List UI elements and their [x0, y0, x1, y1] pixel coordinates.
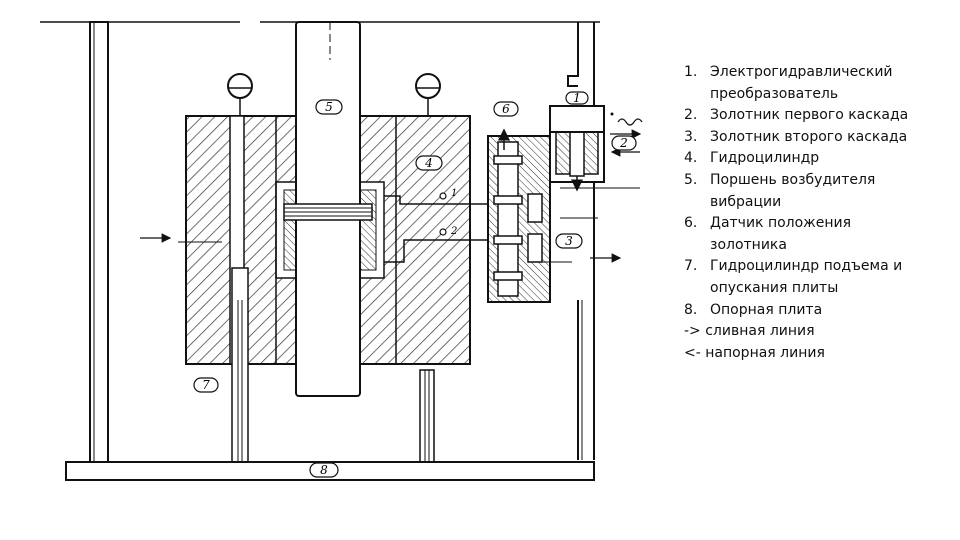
legend-number: 3.: [684, 128, 698, 145]
callout-4: 4: [415, 155, 443, 171]
legend-list: 1.Электрогидравлический преобразователь …: [684, 62, 954, 364]
callout-7: 7: [193, 377, 219, 393]
callout-3: 3: [555, 233, 583, 249]
legend-item: 1. Электрогидравлический: [684, 62, 954, 84]
legend-number: 8.: [684, 301, 698, 318]
callout-3-label: 3: [565, 234, 573, 248]
oil-channel-upper: [384, 195, 488, 205]
callout-8-label: 8: [320, 463, 328, 477]
legend-item-continuation: опускания плиты: [684, 278, 954, 300]
port-marker-2-label: 2: [450, 226, 457, 237]
lift-cylinder: [231, 267, 249, 465]
legend-text: Датчик положения: [710, 215, 852, 232]
exciter-piston: [283, 21, 373, 397]
support-post: [419, 369, 435, 465]
callout-2: 2: [611, 135, 637, 151]
callout-5-label: 5: [325, 100, 333, 114]
legend-number: 7.: [684, 258, 698, 275]
legend-text-cont: опускания плиты: [710, 279, 839, 296]
frame-right-column: [567, 22, 595, 460]
port-marker-2: 2: [439, 226, 457, 237]
pressure-line-text: <- напорная линия: [684, 344, 825, 361]
legend-pressure-line: <- напорная линия: [684, 343, 954, 365]
legend-item-continuation: золотника: [684, 235, 954, 257]
legend-item-continuation: вибрации: [684, 192, 954, 214]
legend-text: Золотник первого каскада: [710, 107, 909, 124]
legend-text: Опорная плита: [710, 301, 823, 318]
callout-5: 5: [315, 99, 343, 115]
legend-number: 6.: [684, 215, 698, 232]
legend-number: 2.: [684, 107, 698, 124]
callout-4-label: 4: [424, 156, 433, 170]
callout-7-label: 7: [202, 378, 210, 392]
port-marker-1-label: 1: [451, 188, 457, 199]
legend-item: 2. Золотник первого каскада: [684, 105, 954, 127]
legend-text-cont: вибрации: [710, 193, 782, 210]
legend-text-cont: преобразователь: [710, 85, 839, 102]
frame-left-column: [89, 21, 109, 463]
drain-line-text: -> сливная линия: [684, 323, 815, 340]
callout-6-label: 6: [502, 102, 510, 116]
legend-number: 4.: [684, 150, 698, 167]
flow-arrows: [140, 129, 642, 263]
legend-text: Электрогидравлический: [710, 64, 893, 80]
port-marker-1: 1: [439, 188, 457, 200]
legend-item: 4. Гидроцилиндр: [684, 148, 954, 170]
legend-text: Гидроцилиндр: [710, 150, 820, 167]
gauge-left: [227, 73, 253, 116]
legend-text-cont: золотника: [710, 236, 787, 253]
legend-item: 6. Датчик положения: [684, 213, 954, 235]
legend-item: 7. Гидроцилиндр подъема и: [684, 256, 954, 278]
gauge-right: [415, 73, 441, 116]
callout-1: 1: [565, 91, 589, 105]
legend-drain-line: -> сливная линия: [684, 321, 954, 343]
legend-text: Золотник второго каскада: [710, 128, 908, 145]
second-stage-valve: [487, 135, 551, 303]
legend-text: Поршень возбудителя: [710, 171, 876, 188]
legend-text: Гидроцилиндр подъема и: [710, 258, 903, 275]
callout-2-label: 2: [619, 136, 628, 150]
electrohydraulic-converter: [549, 105, 643, 133]
legend-item: 3. Золотник второго каскада: [684, 127, 954, 149]
legend-item-continuation: преобразователь: [684, 84, 954, 106]
legend-item: 8. Опорная плита: [684, 300, 954, 322]
callout-1-label: 1: [573, 91, 581, 105]
callout-6: 6: [493, 101, 519, 117]
legend-item: 5. Поршень возбудителя: [684, 170, 954, 192]
callout-8: 8: [309, 462, 339, 478]
legend-number: 5.: [684, 171, 698, 188]
legend-number: 1.: [684, 64, 698, 80]
oil-channel-lower: [384, 239, 488, 263]
